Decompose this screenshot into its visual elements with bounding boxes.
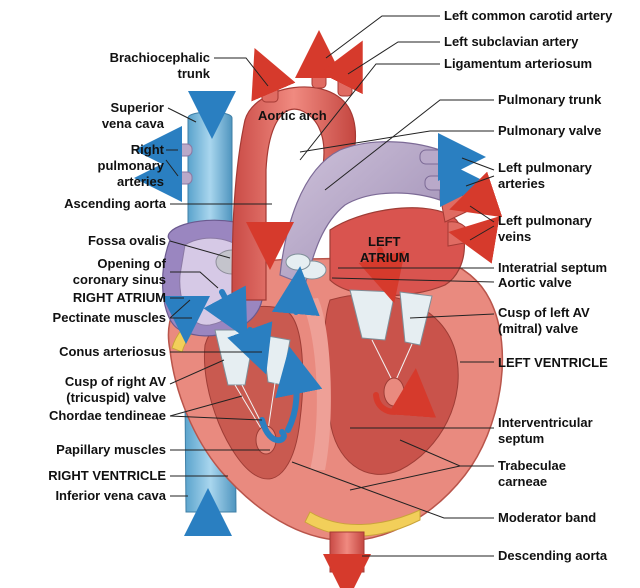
label-papillary-muscles: Papillary muscles xyxy=(56,442,166,457)
label-left-ventricle: LEFT VENTRICLE xyxy=(498,355,608,370)
label-trabeculae-carneae: Trabeculae xyxy=(498,458,566,473)
label-opening-coronary-sinus: Opening of xyxy=(97,256,166,271)
label-left-pulmonary-veins: veins xyxy=(498,229,531,244)
labels-internal: Aortic arch LEFT ATRIUM xyxy=(258,108,410,265)
red-flow-arrows xyxy=(246,30,503,588)
right-pulmonary-artery-vessel xyxy=(171,171,193,185)
label-ascending-aorta: Ascending aorta xyxy=(64,196,167,211)
label-inferior-vena-cava: Inferior vena cava xyxy=(55,488,166,503)
label-brachiocephalic-trunk: trunk xyxy=(178,66,211,81)
label-pulmonary-trunk: Pulmonary trunk xyxy=(498,92,602,107)
label-left-subclavian-artery: Left subclavian artery xyxy=(444,34,579,49)
leader-lines xyxy=(165,15,495,557)
pulmonary-valve-shape xyxy=(285,253,311,271)
label-superior-vena-cava: vena cava xyxy=(102,116,165,131)
label-cusp-left-av-valve: (mitral) valve xyxy=(498,321,578,336)
label-left-pulmonary-arteries: Left pulmonary xyxy=(498,160,593,175)
label-interventricular-septum: septum xyxy=(498,431,544,446)
heart-illustration xyxy=(134,30,504,588)
left-pulmonary-vein-vessel xyxy=(447,221,471,247)
label-cusp-right-av-valve: (tricuspid) valve xyxy=(66,390,166,405)
label-left-common-carotid-artery: Left common carotid artery xyxy=(444,8,613,23)
label-descending-aorta: Descending aorta xyxy=(498,548,608,563)
label-right-ventricle: RIGHT VENTRICLE xyxy=(48,468,166,483)
label-right-atrium: RIGHT ATRIUM xyxy=(73,290,166,305)
label-trabeculae-carneae: carneae xyxy=(498,474,547,489)
interventricular-septum-wall xyxy=(300,298,331,470)
label-pectinate-muscles: Pectinate muscles xyxy=(53,310,166,325)
label-cusp-right-av-valve: Cusp of right AV xyxy=(65,374,166,389)
papillary-muscle xyxy=(383,377,405,407)
labels-left: Brachiocephalic trunk Superior vena cava… xyxy=(48,50,211,503)
left-pulmonary-vein-vessel xyxy=(439,191,471,223)
label-superior-vena-cava: Superior xyxy=(111,100,164,115)
label-right-pulmonary-arteries: arteries xyxy=(117,174,164,189)
label-right-pulmonary-arteries: pulmonary xyxy=(98,158,165,173)
left-pulmonary-artery-vessel xyxy=(419,149,451,165)
label-brachiocephalic-trunk: Brachiocephalic xyxy=(110,50,210,65)
label-aortic-valve: Aortic valve xyxy=(498,275,572,290)
label-conus-arteriosus: Conus arteriosus xyxy=(59,344,166,359)
label-fossa-ovalis: Fossa ovalis xyxy=(88,233,166,248)
label-cusp-left-av-valve: Cusp of left AV xyxy=(498,305,590,320)
label-left-atrium: LEFT xyxy=(368,234,401,249)
label-ligamentum-arteriosum: Ligamentum arteriosum xyxy=(444,56,592,71)
label-interatrial-septum: Interatrial septum xyxy=(498,260,607,275)
label-left-pulmonary-veins: Left pulmonary xyxy=(498,213,593,228)
label-aortic-arch: Aortic arch xyxy=(258,108,327,123)
labels-right: Left common carotid artery Left subclavi… xyxy=(444,8,613,563)
label-right-pulmonary-arteries: Right xyxy=(131,142,165,157)
mitral-valve-cusp xyxy=(399,291,433,346)
left-pulmonary-artery-vessel xyxy=(424,175,454,191)
label-interventricular-septum: Interventricular xyxy=(498,415,593,430)
label-chordae-tendineae: Chordae tendineae xyxy=(49,408,166,423)
label-pulmonary-valve: Pulmonary valve xyxy=(498,123,601,138)
label-moderator-band: Moderator band xyxy=(498,510,596,525)
label-opening-coronary-sinus: coronary sinus xyxy=(73,272,166,287)
label-left-pulmonary-arteries: arteries xyxy=(498,176,545,191)
label-left-atrium: ATRIUM xyxy=(360,250,410,265)
